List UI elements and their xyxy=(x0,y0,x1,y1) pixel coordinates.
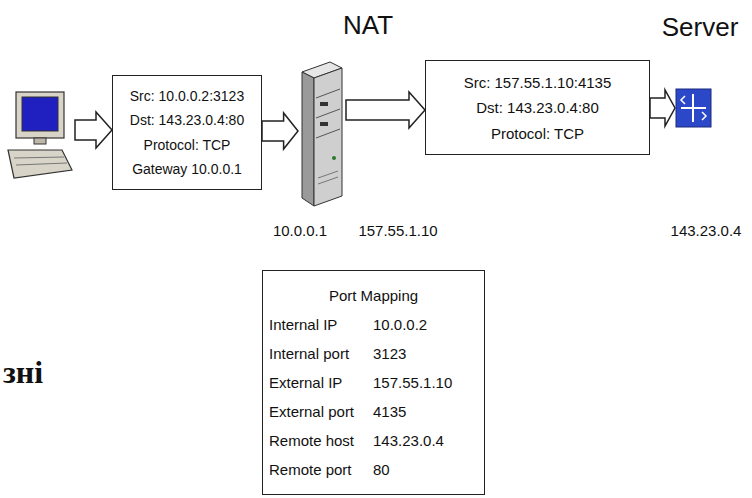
packet-field: Dst: 143.23.0.4:80 xyxy=(476,99,599,116)
server-icon xyxy=(675,88,712,128)
field-value: 157.55.1.10 xyxy=(373,374,452,391)
port-mapping-table: Port MappingInternal IP 10.0.0.2Internal … xyxy=(262,270,485,495)
ip-address: 10.0.0.1 xyxy=(273,222,327,239)
server-node: Server xyxy=(675,88,712,128)
field-name: Remote port xyxy=(269,461,352,478)
flow-arrow xyxy=(346,92,425,128)
field-value: 80 xyxy=(373,461,390,478)
packet-box: Src: 157.55.1.10:4135Dst: 143.23.0.4:80P… xyxy=(425,60,650,155)
ip-address: 143.23.0.4 xyxy=(671,222,742,239)
packet-field: Protocol: TCP xyxy=(491,125,584,142)
flow-arrow xyxy=(650,90,675,126)
field-value: 3123 xyxy=(373,345,406,362)
nat-device: NAT xyxy=(298,58,346,208)
packet-field: Src: 10.0.0.2:3123 xyxy=(130,88,244,104)
ip-address: 157.55.1.10 xyxy=(358,222,437,239)
field-value: 4135 xyxy=(373,403,406,420)
packet-field: Src: 157.55.1.10:4135 xyxy=(464,74,612,91)
nat-icon xyxy=(298,58,346,208)
flow-arrow xyxy=(75,112,112,148)
field-value: 10.0.0.2 xyxy=(373,316,427,333)
packet-field: Gateway 10.0.0.1 xyxy=(132,161,242,177)
field-name: Internal port xyxy=(269,345,349,362)
flow-arrow xyxy=(262,113,298,149)
table-heading: Port Mapping xyxy=(329,287,418,304)
field-name: External IP xyxy=(269,374,342,391)
field-value: 143.23.0.4 xyxy=(373,432,444,449)
packet-field: Dst: 143.23.0.4:80 xyxy=(130,112,244,128)
packet-field: Protocol: TCP xyxy=(144,137,231,153)
slide-text: зні xyxy=(3,354,43,391)
node-heading: Server xyxy=(662,12,739,43)
field-name: Internal IP xyxy=(269,316,337,333)
field-name: Remote host xyxy=(269,432,354,449)
field-name: External port xyxy=(269,403,354,420)
node-heading: NAT xyxy=(343,10,393,41)
packet-box: Src: 10.0.0.2:3123Dst: 143.23.0.4:80Prot… xyxy=(112,75,262,190)
computer-icon xyxy=(8,92,72,178)
